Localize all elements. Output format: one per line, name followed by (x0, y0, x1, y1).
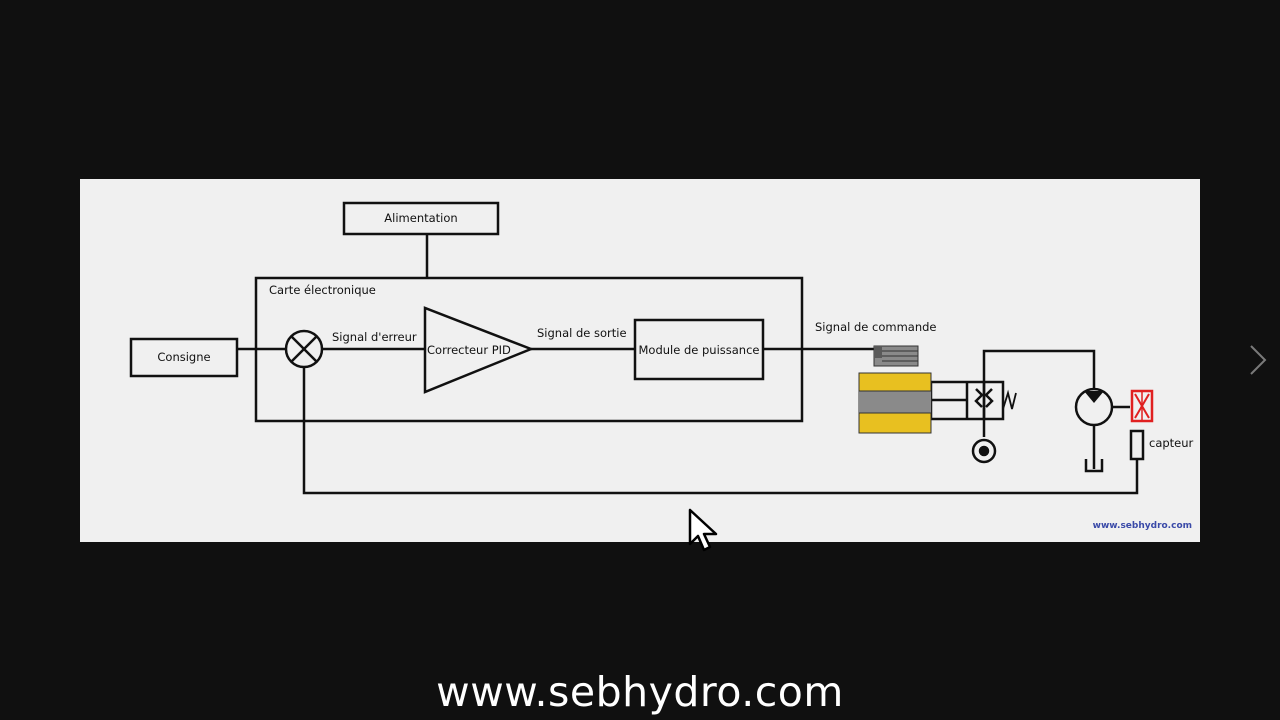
watermark-url: www.sebhydro.com (1093, 521, 1192, 531)
motor-triangle (1084, 391, 1104, 403)
gauge (971, 438, 997, 464)
carte-label: Carte électronique (269, 283, 376, 297)
diagram-slide: Alimentation Carte électronique Consigne… (80, 179, 1200, 542)
control-loop-diagram: Alimentation Carte électronique Consigne… (129, 201, 1194, 531)
module-label: Module de puissance (638, 343, 759, 357)
mouse-pointer-icon (688, 508, 718, 552)
signal-sortie-label: Signal de sortie (537, 326, 627, 340)
capteur-label: capteur (1149, 436, 1194, 450)
correcteur-label: Correcteur PID (427, 343, 511, 357)
footer-url: www.sebhydro.com (436, 668, 844, 716)
pid-triangle (423, 306, 535, 394)
signal-commande-label: Signal de commande (815, 320, 937, 334)
alimentation-box (342, 201, 500, 236)
signal-erreur-label: Signal d'erreur (332, 330, 417, 344)
consigne-label: Consigne (157, 350, 210, 364)
consigne-box (129, 337, 239, 378)
feedback-line (302, 367, 1139, 495)
capteur-box (1129, 429, 1145, 461)
alimentation-label: Alimentation (384, 211, 457, 225)
pressure-line (982, 349, 1096, 437)
chevron-right-icon[interactable] (1246, 343, 1270, 377)
